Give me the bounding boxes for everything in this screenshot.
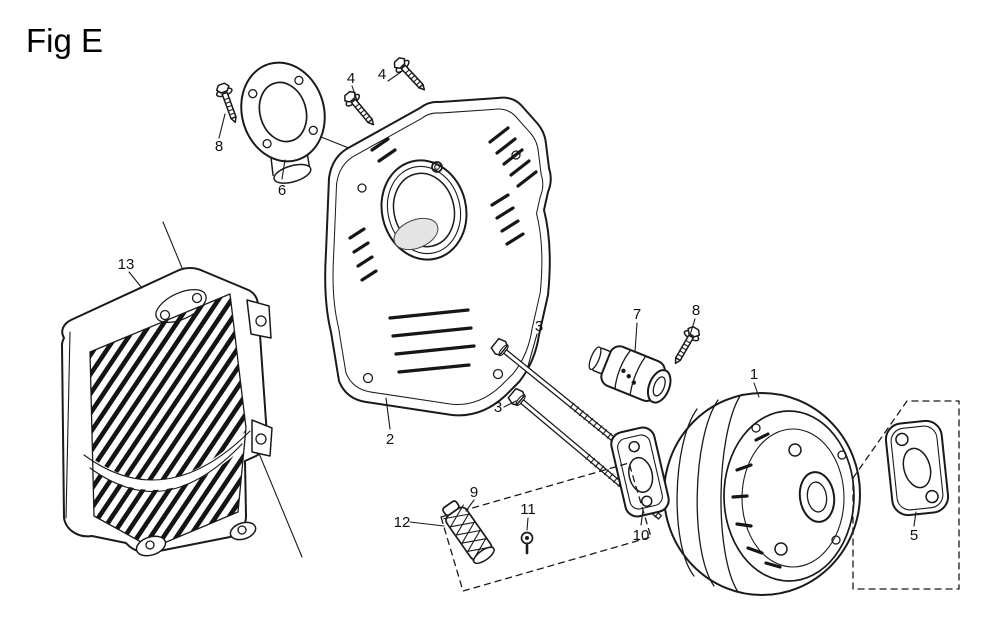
flange-part-6 — [240, 61, 326, 184]
arrester-mesh — [443, 504, 494, 562]
spark-arrester-part-12 — [442, 500, 495, 565]
dashed-box-gasket-5 — [852, 400, 960, 590]
screw-part-8-left — [213, 80, 244, 126]
protector-opening — [380, 159, 468, 261]
exhaust-pipe-part-7 — [588, 345, 672, 404]
muffler-cover-part-13 — [61, 267, 273, 557]
protector-louvers — [348, 126, 538, 374]
callout-6: 6 — [278, 182, 286, 199]
muffler-protector-part-2 — [324, 96, 552, 417]
callout-9: 9 — [470, 484, 478, 501]
clip-part-11 — [520, 531, 534, 555]
callout-4-left: 4 — [347, 70, 355, 87]
callout-8-right: 8 — [692, 302, 700, 319]
callout-4-right: 4 — [378, 66, 386, 83]
callout-10: 10 — [633, 527, 650, 544]
opening-shadow — [393, 217, 439, 251]
gasket-part-5 — [884, 419, 950, 517]
figure-title: Fig E — [26, 22, 103, 59]
callout-3-upper: 3 — [535, 318, 543, 335]
screw-part-4-left — [340, 87, 381, 131]
callout-7: 7 — [633, 306, 641, 323]
muffler-louvers — [731, 432, 782, 569]
callout-11: 11 — [520, 501, 536, 518]
muffler-part-1 — [663, 392, 861, 596]
gasket-part-10 — [610, 426, 670, 518]
callout-8-left: 8 — [215, 138, 223, 155]
callout-3-lower: 3 — [494, 399, 502, 416]
screw-part-8-right — [667, 323, 704, 369]
callout-2: 2 — [386, 431, 394, 448]
callout-13: 13 — [118, 256, 135, 273]
callout-leader-lines — [128, 71, 917, 531]
callout-1: 1 — [750, 366, 758, 383]
callout-labels: 8 6 4 4 13 2 3 3 7 8 1 10 5 9 12 11 — [118, 66, 919, 544]
callout-5: 5 — [910, 527, 918, 544]
callout-12: 12 — [394, 514, 411, 531]
